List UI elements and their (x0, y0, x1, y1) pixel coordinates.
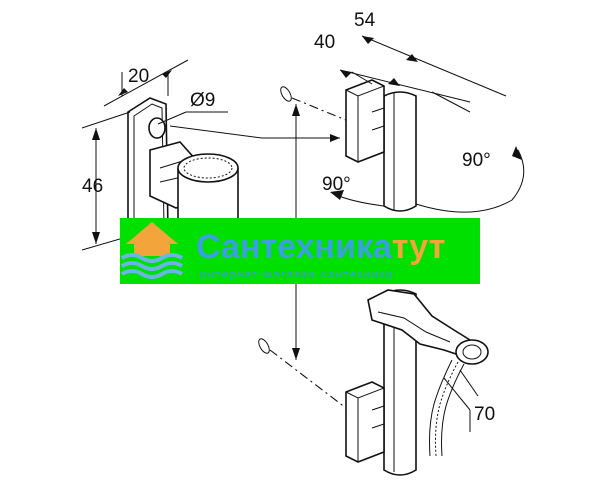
mounting-axes (258, 86, 347, 409)
dimension-hole: Ø9 (157, 90, 228, 125)
dim-hole-label: Ø9 (190, 90, 215, 111)
leader-bracket (169, 125, 340, 139)
watermark-brand: Сантехника (196, 228, 393, 266)
dimension-70: 70 (443, 369, 495, 432)
dimension-top: 54 40 (314, 10, 507, 113)
dim-54-label: 54 (354, 10, 376, 31)
dim-20-label: 20 (128, 66, 149, 87)
rotation-left-label: 90° (322, 174, 351, 195)
dim-70-label: 70 (474, 404, 495, 425)
dim-40-label: 40 (314, 32, 335, 53)
rotation-arrows: 90° 90° (322, 146, 525, 213)
svg-text:Сантехникатут: Сантехникатут (196, 228, 445, 266)
house-logo-icon (120, 222, 184, 279)
dimension-46: 46 (81, 111, 131, 251)
dim-46-label: 46 (82, 176, 103, 197)
watermark: Сантехникатут интернет-магазин сантехник… (120, 218, 480, 284)
watermark-brand-accent: тут (392, 228, 445, 266)
watermark-tagline: интернет-магазин сантехники (200, 269, 394, 281)
dimension-20: 20 (103, 59, 189, 107)
shower-rail (345, 79, 489, 476)
rotation-right-label: 90° (462, 150, 491, 171)
